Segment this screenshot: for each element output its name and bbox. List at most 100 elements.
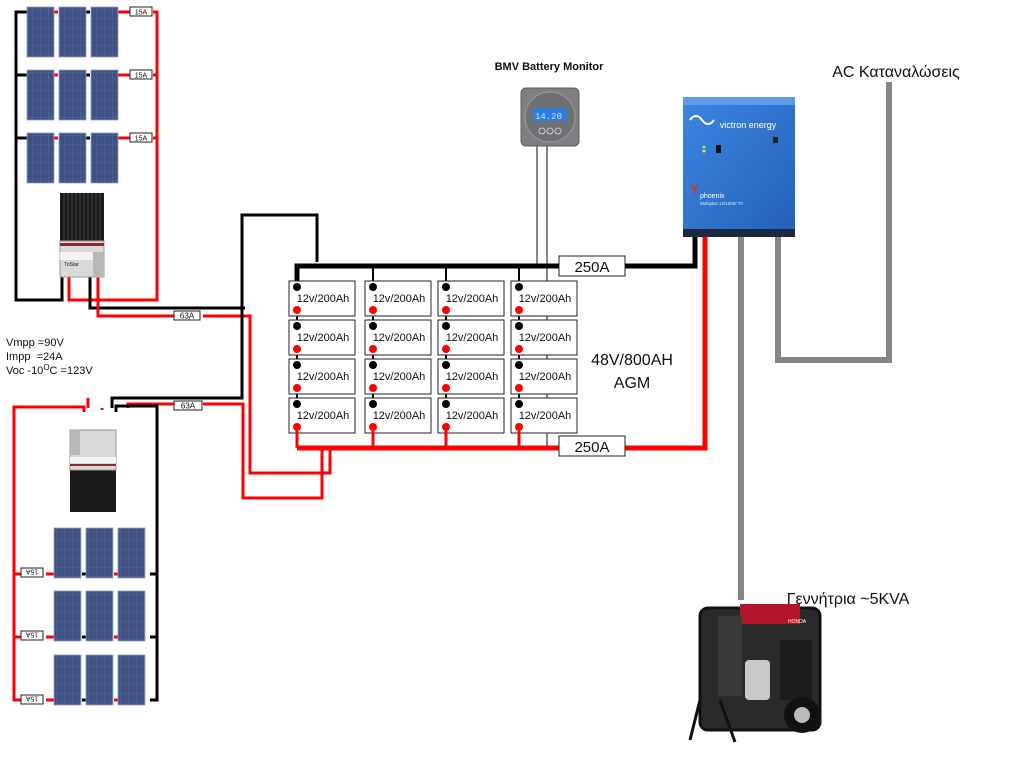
battery-label: 12v/200Ah	[297, 293, 350, 305]
positive-terminal-icon	[515, 423, 523, 431]
inverter-model-sub: Multiplus 12/1000/ 70	[700, 201, 743, 206]
ac-loads-label: AC Καταναλώσεις	[832, 64, 960, 81]
inverter-model: phoenix	[700, 193, 725, 200]
battery: 12v/200Ah	[437, 358, 505, 395]
negative-terminal-icon	[293, 400, 301, 408]
generator: HONDA	[688, 604, 822, 743]
top-string-fuses: 15A 15A 15A	[129, 6, 153, 143]
battery-label: 12v/200Ah	[519, 371, 572, 383]
phoenix-logo-icon: Y	[690, 182, 699, 197]
battery-label: 12v/200Ah	[297, 332, 350, 344]
svg-text:250A: 250A	[574, 259, 609, 276]
pv-panel	[53, 654, 82, 706]
pv-panel	[26, 132, 55, 184]
svg-text:15A: 15A	[25, 631, 38, 638]
pv-panel	[85, 527, 114, 579]
vmpp-text: Vmpp =90V	[6, 337, 64, 349]
positive-terminal-icon	[293, 306, 301, 314]
negative-terminal-icon	[369, 283, 377, 291]
negative-terminal-icon	[369, 400, 377, 408]
battery-label: 12v/200Ah	[373, 371, 426, 383]
svg-text:63A: 63A	[180, 312, 195, 321]
pv-panel	[117, 590, 146, 642]
generator-label: Γεννήτρια ~5KVA	[787, 591, 910, 608]
pv-panel	[53, 590, 82, 642]
bottom-pv-wiring	[12, 213, 324, 702]
pv-specs: Vmpp =90V Impp =24A Voc -10OC =123V	[6, 337, 93, 377]
inverter-brand: victron energy	[720, 120, 777, 130]
bmv-battery-monitor: 14.20	[520, 87, 580, 147]
pv-panel	[117, 527, 146, 579]
svg-text:15A: 15A	[25, 695, 38, 702]
string-fuse: 15A	[129, 6, 153, 17]
positive-terminal-icon	[369, 384, 377, 392]
string-fuse: 15A	[20, 694, 44, 705]
battery: 12v/200Ah	[510, 280, 578, 317]
string-fuse: 15A	[129, 69, 153, 80]
svg-text:15A: 15A	[135, 136, 148, 143]
battery: 12v/200Ah	[437, 280, 505, 317]
svg-text:250A: 250A	[574, 439, 609, 456]
voc-text: Voc -10OC =123V	[6, 363, 93, 377]
battery: 12v/200Ah	[510, 319, 578, 356]
battery-label: 12v/200Ah	[519, 332, 572, 344]
battery-label: 12v/200Ah	[446, 371, 499, 383]
battery: 12v/200Ah	[288, 319, 356, 356]
bmv-display: 14.20	[535, 112, 562, 122]
victron-inverter: victron energy Y phoenix Multiplus 12/10…	[683, 97, 795, 237]
main-fuse-positive: 250A	[558, 435, 626, 457]
controller-fuse-bottom: 63A	[173, 400, 203, 411]
negative-terminal-icon	[293, 361, 301, 369]
battery-label: 12v/200Ah	[373, 293, 426, 305]
controller-fuse-top: 63A	[173, 310, 201, 321]
bank-type: AGM	[614, 375, 650, 392]
positive-terminal-icon	[515, 306, 523, 314]
string-fuse: 15A	[20, 630, 44, 641]
pv-panel	[58, 6, 87, 58]
battery: 12v/200Ah	[364, 358, 432, 395]
pv-panel	[85, 590, 114, 642]
positive-terminal-icon	[515, 384, 523, 392]
battery-label: 12v/200Ah	[446, 410, 499, 422]
positive-terminal-icon	[515, 345, 523, 353]
bank-label: 48V/800AH	[591, 352, 673, 369]
pv-panel	[58, 69, 87, 121]
battery: 12v/200Ah	[364, 319, 432, 356]
battery: 12v/200Ah	[288, 358, 356, 395]
battery: 12v/200Ah	[288, 397, 356, 434]
pv-panel	[53, 527, 82, 579]
negative-terminal-icon	[515, 400, 523, 408]
pv-panel	[26, 69, 55, 121]
top-pv-wiring	[14, 10, 332, 475]
main-fuse-negative: 250A	[558, 255, 626, 277]
string-fuse: 15A	[20, 567, 44, 578]
positive-terminal-icon	[442, 345, 450, 353]
battery-label: 12v/200Ah	[446, 332, 499, 344]
positive-terminal-icon	[293, 423, 301, 431]
battery: 12v/200Ah	[510, 397, 578, 434]
bottom-pv-array	[53, 527, 146, 706]
controller-brand: TriStar	[64, 262, 79, 268]
positive-terminal-icon	[442, 306, 450, 314]
pv-panel	[117, 654, 146, 706]
battery-label: 12v/200Ah	[446, 293, 499, 305]
battery-label: 12v/200Ah	[373, 410, 426, 422]
pv-panel	[90, 6, 119, 58]
generator-brand: HONDA	[788, 619, 807, 625]
positive-terminal-icon	[293, 345, 301, 353]
battery-label: 12v/200Ah	[297, 410, 350, 422]
svg-text:15A: 15A	[135, 10, 148, 17]
negative-terminal-icon	[369, 361, 377, 369]
battery: 12v/200Ah	[288, 280, 356, 317]
string-fuse: 15A	[129, 132, 153, 143]
bmv-title: BMV Battery Monitor	[495, 61, 605, 73]
negative-terminal-icon	[515, 361, 523, 369]
pv-panel	[58, 132, 87, 184]
positive-terminal-icon	[369, 345, 377, 353]
svg-text:15A: 15A	[25, 568, 38, 575]
positive-terminal-icon	[442, 384, 450, 392]
bottom-string-fuses: 15A 15A 15A	[20, 567, 44, 705]
svg-text:15A: 15A	[135, 73, 148, 80]
battery-label: 12v/200Ah	[519, 293, 572, 305]
